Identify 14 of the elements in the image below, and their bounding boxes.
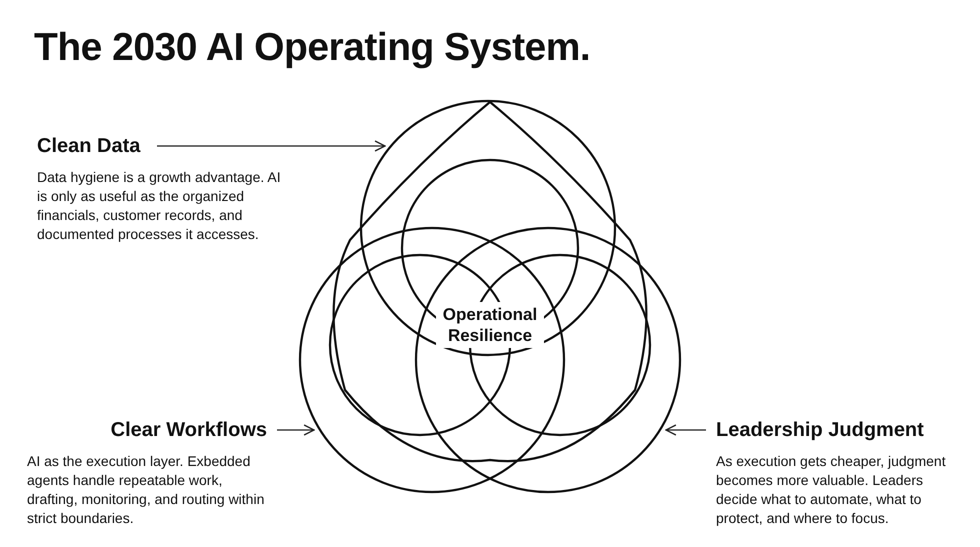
heading: Leadership Judgment	[716, 419, 925, 442]
description-text: As execution gets cheaper, judgment becomes more valuable. Leaders decide what to automate, what to protect, and where to focus.	[716, 452, 947, 528]
description-text: AI as the execution layer. Exbedded agents handle repeatable work, drafting, monitoring, and routing within strict boundaries.	[27, 452, 266, 528]
heading: Clean Data	[37, 135, 142, 158]
heading: Clear Workflows	[110, 419, 267, 442]
arrow	[277, 424, 315, 436]
description-text: Data hygiene is a growth advantage. AI is only as useful as the organized financials, customer records, and documented processes it accesses.	[37, 168, 282, 244]
circle	[298, 226, 566, 494]
circle	[360, 100, 616, 356]
circle	[414, 226, 682, 494]
center-label: Operational Resilience	[436, 302, 544, 348]
arrow	[157, 140, 386, 152]
arrow	[665, 424, 706, 436]
title: The 2030 AI Operating System.	[34, 26, 590, 70]
